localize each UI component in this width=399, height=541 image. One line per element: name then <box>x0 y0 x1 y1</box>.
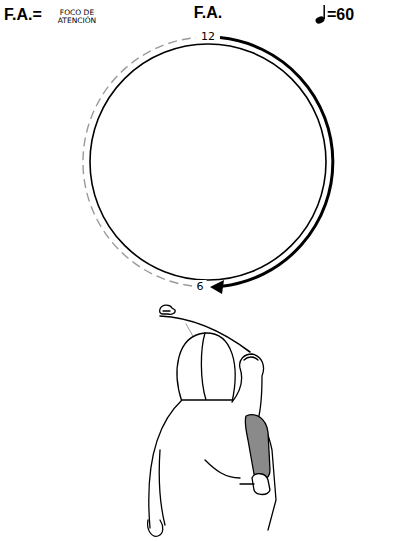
focus-label: F.A. <box>194 4 222 22</box>
legend-text: FOCO DE ATENCIÓN <box>54 9 100 25</box>
conductor-figure <box>148 305 276 536</box>
beat-circle <box>90 44 326 280</box>
beat-number: 12 <box>198 30 218 43</box>
quarter-note <box>314 5 325 25</box>
return-arc <box>83 38 196 286</box>
legend-key: F.A.= <box>4 6 42 24</box>
tempo-mark: =60 <box>327 6 354 24</box>
motion-arc <box>220 38 333 287</box>
beat-number: 6 <box>194 280 207 293</box>
arrow-head <box>210 280 224 294</box>
